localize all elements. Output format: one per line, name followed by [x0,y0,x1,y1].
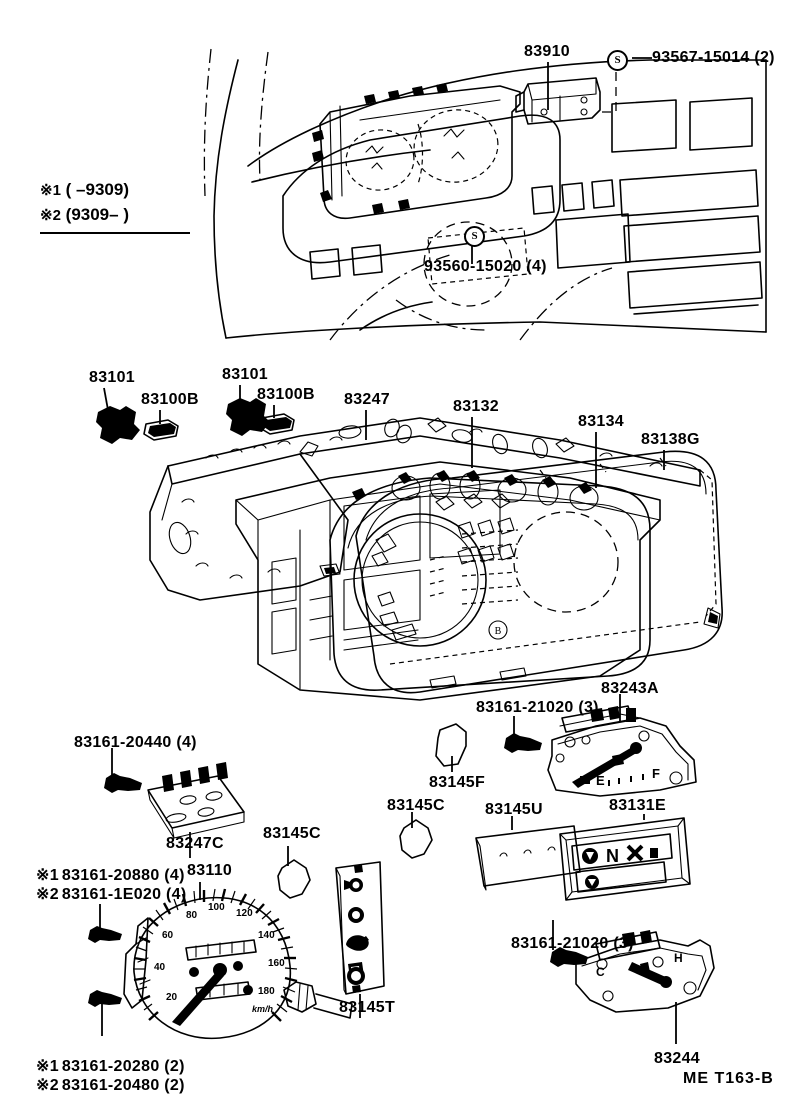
callout-83110: 83110 [187,862,233,879]
svg-text:60: 60 [162,930,174,941]
svg-text:140: 140 [258,930,275,941]
s-marker-icon-2: S [464,226,485,247]
svg-text:180: 180 [258,986,275,997]
svg-text:H: H [674,951,683,965]
callout-83161-20440-4-: 83161-20440 (4) [74,734,197,751]
callout-83161-21020-3-: 83161-21020 (3) [511,935,634,952]
starred-callout-mark: ※1 [36,1058,59,1075]
starred-callout-text: 83161-20480 (2) [61,1077,185,1094]
svg-text:C: C [596,965,605,979]
callout-83100b: 83100B [141,391,199,408]
callout-83100b: 83100B [257,386,315,403]
svg-text:N: N [606,846,619,866]
cluster-housing-illustration: B [96,385,723,701]
legend-text-2: (9309– ) [65,205,129,224]
legend-line-2: ※2 (9309– ) [40,205,129,225]
callout-83101: 83101 [222,366,268,383]
dashboard-illustration [203,48,767,341]
callout-83132: 83132 [453,398,499,415]
callout-83145c: 83145C [263,825,321,842]
starred-callout-text: 83161-20880 (4) [61,867,185,884]
callout-93567-15014-2-: 93567-15014 (2) [652,49,775,66]
callout-83247: 83247 [344,391,390,408]
svg-text:F: F [652,766,660,781]
s-marker-icon-1: S [607,50,628,71]
legend-mark-1: ※1 [40,182,61,199]
starred-callout-text: 83161-1E020 (4) [61,886,187,903]
svg-text:100: 100 [208,902,225,913]
svg-text:160: 160 [268,958,285,969]
starred-callout-mark: ※1 [36,867,59,884]
legend-text-1: ( –9309) [65,180,129,199]
callout-83134: 83134 [578,413,624,430]
svg-text:20: 20 [166,992,178,1003]
svg-text:80: 80 [186,910,198,921]
callout-83161-21020-3-: 83161-21020 (3) [476,699,599,716]
starred-callout-text: 83161-20280 (2) [61,1058,185,1075]
callout-83247c: 83247C [166,835,224,852]
callout-83138g: 83138G [641,431,700,448]
callout-83145c: 83145C [387,797,445,814]
starred-callout-mark: ※2 [36,1077,59,1094]
legend-underline [40,232,190,234]
figure-code: ME T163-B [683,1070,774,1087]
callout-83145u: 83145U [485,801,543,818]
legend-mark-2: ※2 [40,207,61,224]
svg-text:40: 40 [154,962,166,973]
callout-83131e: 83131E [609,797,666,814]
callout-83101: 83101 [89,369,135,386]
svg-text:E: E [596,773,605,788]
callout-93560-15020-4-: 93560-15020 (4) [424,258,547,275]
starred-callout-mark: ※2 [36,886,59,903]
callout-83145f: 83145F [429,774,486,791]
callout-83145t: 83145T [339,999,396,1016]
callout-83244: 83244 [654,1050,700,1067]
callout-83910: 83910 [524,43,570,60]
svg-text:km/h: km/h [252,1004,274,1014]
callout-83243a: 83243A [601,680,659,697]
legend-line-1: ※1 ( –9309) [40,180,129,200]
svg-text:120: 120 [236,908,253,919]
svg-text:B: B [495,626,502,637]
